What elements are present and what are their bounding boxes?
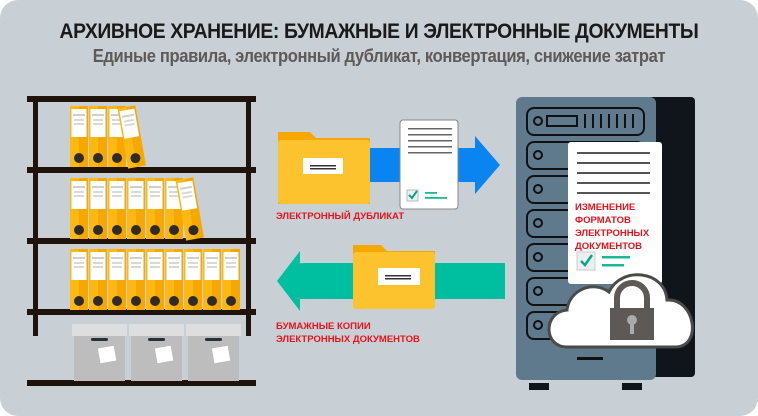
paper-copies-flow [277,245,505,311]
electronic-duplicate-flow [278,119,500,210]
electronic-duplicate-label: ЭЛЕКТРОННЫЙ ДУБЛИКАТ [276,211,405,222]
server-illustration [516,97,695,390]
paper-copies-label: БУМАЖНЫЕ КОПИИ ЭЛЕКТРОННЫХ ДОКУМЕНТОВ [276,321,420,345]
page-subtitle: Единые правила, электронный дубликат, ко… [92,46,666,66]
page-title: АРХИВНОЕ ХРАНЕНИЕ: БУМАЖНЫЕ И ЭЛЕКТРОННЫ… [59,20,699,43]
format-change-label: ИЗМЕНЕНИЕ ФОРМАТОВ ЭЛЕКТРОННЫХ ДОКУМЕНТО… [575,202,650,252]
document-icon [399,119,459,210]
cloud-lock-icon [547,273,694,349]
folder-icon [278,132,370,204]
folder-icon [353,245,435,309]
